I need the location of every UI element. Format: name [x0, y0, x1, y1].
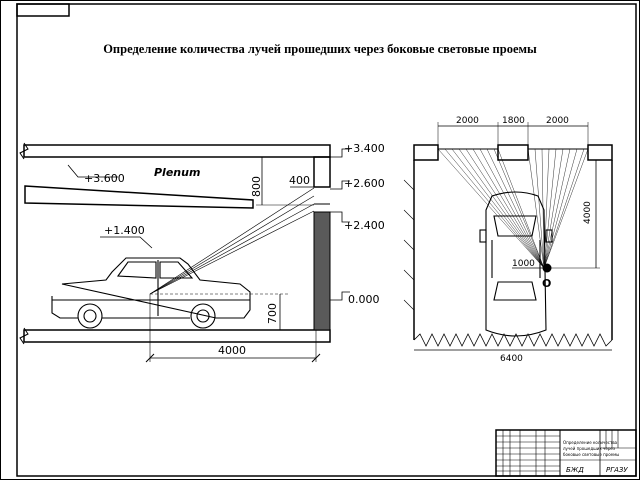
light-ray: [149, 203, 315, 295]
level-plus-2400: +2.400: [344, 219, 385, 232]
level-leader-1400: [100, 236, 153, 249]
title-block-code-left: БЖД: [566, 466, 584, 474]
plan-top-wall-right: [587, 144, 613, 161]
light-ray: [149, 195, 315, 295]
title-block-code-right: РГАЗУ: [606, 466, 628, 474]
dim-400-label: 400: [289, 174, 310, 187]
plan-ray-fan: [437, 148, 589, 269]
light-ray: [149, 187, 315, 295]
level-plus-1400: +1.400: [104, 224, 145, 237]
title-block-caption-line-3: боковые световые проемы: [563, 452, 619, 457]
plan-top-wall-left: [413, 144, 439, 161]
point-o-label: O: [542, 277, 551, 290]
point-o-marker: [542, 263, 552, 273]
dim-4000-label: 4000: [218, 344, 246, 357]
car-side-view: [51, 257, 251, 329]
title-block-caption-line-1: Определение количества: [563, 440, 618, 445]
car-plan-view: [479, 191, 553, 337]
plan-dim-2000-left: 2000: [456, 116, 479, 126]
drawing-title: Определение количества лучей прошедших ч…: [103, 42, 537, 56]
dim-tick: [145, 353, 155, 363]
window-lintel: [313, 156, 331, 188]
plan-break-bottom: [413, 333, 613, 347]
corner-stamp-box: [16, 3, 70, 17]
plenum-inclined-ceiling: [24, 185, 254, 209]
dim-800-label: 800: [250, 176, 263, 197]
level-0000: 0.000: [348, 293, 380, 306]
level-marks-right: [330, 148, 350, 301]
plan-dim-4000-label: 4000: [583, 201, 593, 224]
break-line-top: [19, 142, 29, 160]
dim-700-label: 700: [266, 303, 279, 324]
plan-hatch-left: [403, 179, 415, 311]
section-view: 4000 700 800 400 +3.400 +2.600 +2.400 0.…: [19, 142, 385, 363]
plan-dim-1800: 1800: [502, 116, 525, 126]
ceiling-slab: [23, 144, 331, 158]
level-plus-2600: +2.600: [344, 177, 385, 190]
light-ray: [149, 210, 315, 295]
level-leader-3600: [67, 164, 118, 178]
floor-slab: [23, 329, 331, 343]
plan-dim-2000-right: 2000: [546, 116, 569, 126]
level-plus-3600: +3.600: [84, 172, 125, 185]
title-block: [495, 429, 637, 477]
plan-dim-6400-label: 6400: [500, 354, 523, 364]
sheet-inner-frame: [16, 3, 637, 477]
title-block-caption-line-2: лучей прошедших через: [563, 446, 615, 451]
plan-view: O 2000 1800 2000 4000 1000 6400: [403, 116, 613, 364]
wall-below-window: [313, 211, 331, 331]
level-plus-3400: +3.400: [344, 142, 385, 155]
break-line-bottom: [19, 327, 29, 345]
plenum-label: Plenum: [154, 166, 200, 179]
plan-top-wall-center: [497, 144, 529, 161]
plan-dim-1000-label: 1000: [512, 259, 535, 269]
